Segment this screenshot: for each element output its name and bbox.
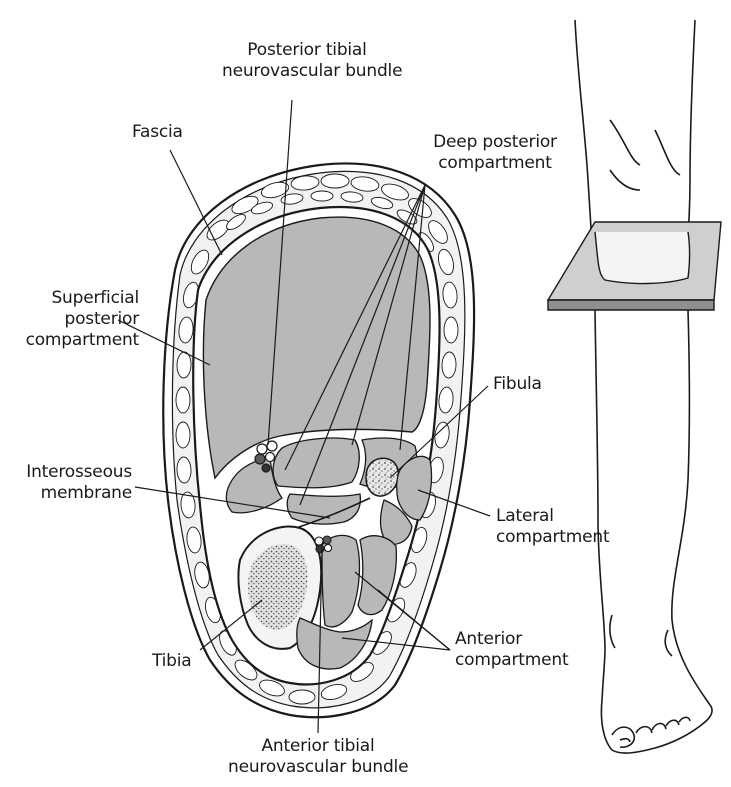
label-line: Interosseous	[12, 462, 132, 483]
deep-posterior-compartment-d	[287, 494, 360, 524]
leg-drawing	[548, 20, 721, 753]
label-anterior-compartment: Anterior compartment	[455, 629, 568, 671]
label-line: Fascia	[132, 122, 183, 143]
label-superficial-posterior-compartment: Superficial posterior compartment	[14, 288, 139, 351]
label-line: Fibula	[493, 374, 542, 395]
label-fascia: Fascia	[132, 122, 183, 143]
label-line: Posterior tibial	[222, 40, 392, 61]
label-line: Superficial	[14, 288, 139, 309]
label-line: Anterior tibial	[228, 736, 408, 757]
label-line: compartment	[455, 650, 568, 671]
label-lateral-compartment: Lateral compartment	[496, 506, 609, 548]
label-posterior-tibial-bundle: Posterior tibial neurovascular bundle	[222, 40, 392, 82]
label-line: compartment	[496, 527, 609, 548]
label-line: Tibia	[152, 651, 192, 672]
label-line: Deep posterior	[425, 132, 565, 153]
label-line: Anterior	[455, 629, 568, 650]
label-line: neurovascular bundle	[222, 61, 392, 82]
label-line: membrane	[12, 483, 132, 504]
label-interosseous-membrane: Interosseous membrane	[12, 462, 132, 504]
label-fibula: Fibula	[493, 374, 542, 395]
cross-section	[163, 163, 474, 717]
label-line: Lateral	[496, 506, 609, 527]
label-deep-posterior-compartment: Deep posterior compartment	[425, 132, 565, 174]
label-line: compartment	[14, 330, 139, 351]
label-tibia: Tibia	[152, 651, 192, 672]
label-anterior-tibial-bundle: Anterior tibial neurovascular bundle	[228, 736, 408, 778]
label-line: compartment	[425, 153, 565, 174]
label-line: posterior	[14, 309, 139, 330]
label-line: neurovascular bundle	[228, 757, 408, 778]
